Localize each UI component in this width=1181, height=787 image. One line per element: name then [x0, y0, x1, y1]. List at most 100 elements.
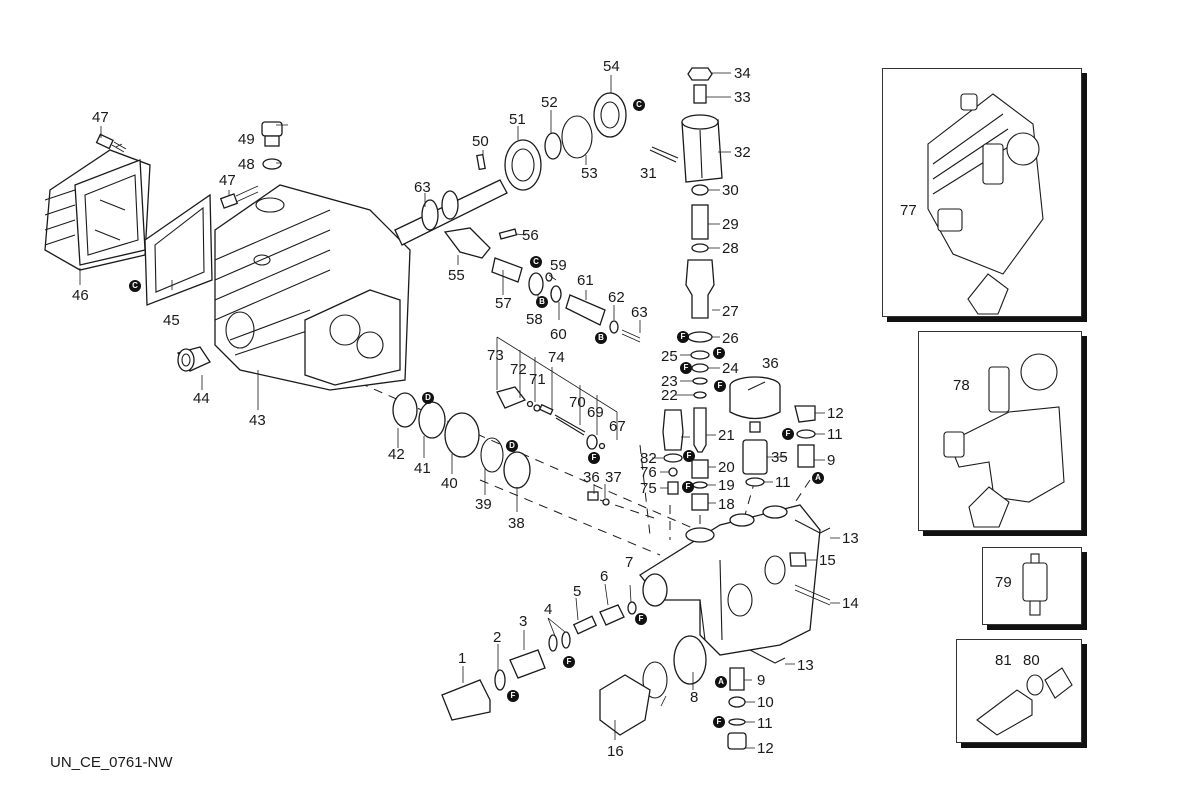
part-67-injector-needle	[554, 414, 586, 436]
callout-29: 30	[722, 182, 739, 199]
part-31-unloader-cap	[681, 114, 723, 183]
part-6-valve	[599, 604, 625, 626]
callout-63: 63	[631, 304, 648, 321]
callout-21: 22	[661, 387, 678, 404]
badge-c-cover: C	[129, 280, 141, 292]
callout-80: 80	[1023, 652, 1040, 669]
badge-f-75: F	[683, 450, 695, 462]
part-47-screw-b	[219, 185, 259, 209]
part-70-o-ring	[526, 400, 534, 408]
part-14-bolt	[794, 584, 831, 606]
callout-46: 46	[72, 287, 89, 304]
part-49-oil-cap	[261, 121, 283, 147]
part-56-pin	[498, 228, 518, 240]
part-42-seal	[392, 392, 418, 428]
part-37-o-ring	[602, 498, 610, 506]
part-27-washer	[691, 243, 709, 253]
callout-51: 51	[509, 111, 526, 128]
badge-f-25: F	[677, 331, 689, 343]
part-55-connecting-rod	[443, 227, 491, 259]
callout-4: 4	[544, 601, 553, 618]
badge-c-seal-58: C	[530, 256, 542, 268]
callout-32: 33	[734, 89, 751, 106]
callout-27: 28	[722, 240, 739, 257]
callout-13a: 13	[842, 530, 859, 547]
callout-61: 61	[577, 272, 594, 289]
part-64-crankshaft	[394, 179, 508, 246]
part-33-nut	[687, 67, 713, 81]
part-63-bolt	[621, 329, 641, 343]
part-50-key	[476, 153, 486, 171]
badge-f-18: F	[682, 481, 694, 493]
part-9-check-valve	[797, 444, 815, 468]
callout-71: 73	[487, 347, 504, 364]
callout-23: 24	[722, 360, 739, 377]
badge-f-66: F	[588, 452, 600, 464]
part-15-plug	[789, 552, 807, 567]
callout-41: 41	[414, 460, 431, 477]
callout-39: 39	[475, 496, 492, 513]
part-22-o-ring	[692, 377, 708, 385]
callout-15: 15	[819, 552, 836, 569]
part-25-o-ring	[687, 331, 713, 343]
badge-f-11a: F	[782, 428, 794, 440]
callout-17: 18	[718, 496, 735, 513]
part-76-quick-coupler	[662, 409, 684, 451]
part-72-spring	[538, 403, 554, 416]
callout-31: 32	[734, 144, 751, 161]
callout-43: 43	[249, 412, 266, 429]
part-23-backup-ring	[691, 363, 709, 373]
inset-79-unloader-valve	[982, 547, 1082, 625]
callout-45: 45	[163, 312, 180, 329]
callout-22: 23	[661, 373, 678, 390]
part-82-o-ring	[642, 661, 668, 699]
part-29-seat	[691, 184, 709, 196]
callout-48: 48	[238, 156, 255, 173]
part-4-o-ring	[548, 634, 558, 652]
part-11-o-ring-c	[745, 477, 765, 487]
part-19-valve	[691, 459, 709, 479]
part-45-gasket	[144, 193, 213, 306]
callout-62: 62	[608, 289, 625, 306]
callout-52: 52	[541, 94, 558, 111]
part-24-o-ring	[690, 350, 710, 360]
callout-44: 44	[193, 390, 210, 407]
callout-54: 54	[603, 58, 620, 75]
callout-30: 31	[640, 165, 657, 182]
callout-20: 21	[718, 427, 735, 444]
callout-25: 26	[722, 330, 739, 347]
part-11-o-ring-b	[728, 718, 746, 726]
part-43-crankcase	[214, 184, 411, 391]
callout-28: 29	[722, 216, 739, 233]
badge-b-58: B	[536, 296, 548, 308]
part-30-cotter-pin	[649, 146, 679, 163]
callout-47b: 47	[219, 172, 236, 189]
part-8-outlet-fitting	[673, 635, 707, 685]
callout-9a: 9	[827, 452, 836, 469]
part-66-o-ring	[586, 434, 598, 450]
drawing-reference-code: UN_CE_0761-NW	[50, 754, 173, 771]
part-52-circlip	[544, 132, 562, 160]
part-17-plug	[691, 493, 709, 511]
part-44-bushing	[176, 346, 211, 372]
part-20-piston-valve	[693, 407, 707, 453]
callout-37: 37	[605, 469, 622, 486]
unloader-valve-illustration	[1022, 553, 1048, 616]
part-13-retaining-clip	[749, 519, 831, 664]
callout-75: 82	[640, 450, 657, 467]
badge-f-2: F	[507, 690, 519, 702]
callout-11c: 11	[775, 474, 791, 491]
badge-f-7: F	[635, 613, 647, 625]
badge-f-24: F	[713, 347, 725, 359]
part-69-o-ring	[533, 404, 541, 412]
callout-11b: 11	[757, 715, 773, 732]
part-40-seal-retainer	[444, 412, 480, 458]
callout-42: 42	[388, 446, 405, 463]
hose-connector-illustration	[976, 667, 1073, 736]
part-57-piston-guide	[491, 257, 523, 283]
badge-d-38: D	[506, 440, 518, 452]
part-12-plug	[794, 405, 816, 423]
callout-49: 49	[238, 131, 255, 148]
callout-12a: 12	[827, 405, 844, 422]
manifold-assembly-illustration	[943, 353, 1065, 528]
